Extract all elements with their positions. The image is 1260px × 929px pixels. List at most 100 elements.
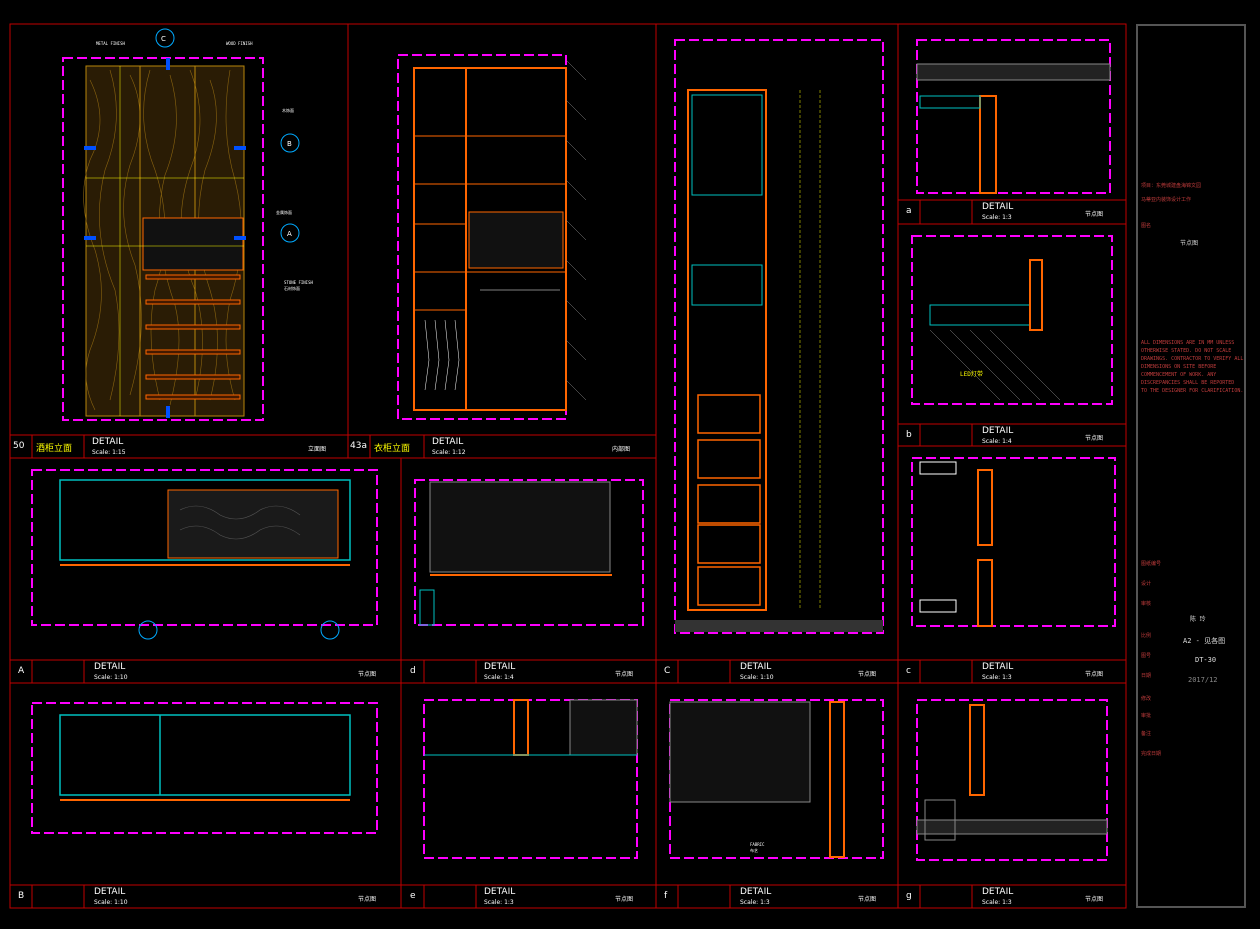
tb-field-5: 日期 xyxy=(1141,673,1152,679)
tag-metal-cn: 金属饰面 xyxy=(276,210,292,215)
panel-50-name: 酒柜立面 xyxy=(36,444,73,454)
panel-43a-scale: Scale: 1:12 xyxy=(432,449,466,456)
panel-C-scale: Scale: 1:10 xyxy=(740,674,774,681)
tag-stone-cn: 石材饰面 xyxy=(284,286,300,291)
panel-c-word: DETAIL xyxy=(982,662,1014,672)
panel-b-drawing xyxy=(911,235,1113,405)
tag-fabric-cn: 布艺 xyxy=(750,848,758,853)
panel-c-right: 节点图 xyxy=(1085,671,1104,678)
panel-B-right: 节点图 xyxy=(358,896,377,903)
tb-field-4: 图号 xyxy=(1141,653,1152,659)
tag-wood: WOOD FINISH xyxy=(226,41,253,46)
tb-note-6: TO THE DESIGNER FOR CLARIFICATION. xyxy=(1141,388,1244,394)
panel-A-word: DETAIL xyxy=(94,662,126,672)
panel-43a-right: 内部图 xyxy=(612,446,631,453)
panel-B-id: B xyxy=(18,891,25,901)
panel-C-right: 节点图 xyxy=(858,671,877,678)
panel-C-drawing xyxy=(674,39,884,634)
panel-f-drawing xyxy=(669,699,884,859)
tb-note-1: OTHERWISE STATED. DO NOT SCALE xyxy=(1141,348,1232,354)
panel-B-drawing xyxy=(31,702,378,834)
panel-g-scale: Scale: 1:3 xyxy=(982,899,1012,906)
panel-f-right: 节点图 xyxy=(858,896,877,903)
panel-50-id: 50 xyxy=(13,441,25,451)
panel-e-drawing xyxy=(423,699,638,859)
panel-43a-id: 43a xyxy=(350,441,367,451)
tb-field-6: 修改 xyxy=(1141,696,1152,702)
panel-e-id: e xyxy=(410,891,416,901)
tb-scale-value: A2 - 见各图 xyxy=(1183,637,1226,645)
panel-a-drawing xyxy=(916,39,1111,194)
tb-field-7: 审批 xyxy=(1141,713,1152,719)
panel-f-id: f xyxy=(664,891,668,901)
panel-C-id: C xyxy=(664,666,671,676)
tb-drawing-name-label: 图名 xyxy=(1141,223,1152,229)
panel-b-scale: Scale: 1:4 xyxy=(982,438,1012,445)
panel-a-id: a xyxy=(906,206,912,216)
panel-50-scale: Scale: 1:15 xyxy=(92,449,126,456)
panel-50-right: 立面图 xyxy=(308,446,327,453)
panel-A-drawing xyxy=(31,469,378,640)
panel-d-word: DETAIL xyxy=(484,662,516,672)
tb-field-3: 比例 xyxy=(1141,633,1152,639)
panel-C-word: DETAIL xyxy=(740,662,772,672)
panel-43a-drawing xyxy=(397,54,587,420)
title-block xyxy=(1136,24,1246,908)
tb-field-0: 图纸编号 xyxy=(1141,561,1162,567)
tag-wood-cn: 木饰面 xyxy=(282,108,294,113)
panel-c-scale: Scale: 1:3 xyxy=(982,674,1012,681)
panel-g-right: 节点图 xyxy=(1085,896,1104,903)
panel-d-id: d xyxy=(410,666,416,676)
panel-e-right: 节点图 xyxy=(615,896,634,903)
panel-B-word: DETAIL xyxy=(94,887,126,897)
tb-field-2: 审核 xyxy=(1141,601,1152,607)
tb-project-sub: 马蒂亚内装饰设计工作 xyxy=(1141,197,1192,203)
panel-c-id: c xyxy=(906,666,911,676)
panel-A-scale: Scale: 1:10 xyxy=(94,674,128,681)
tb-note-5: DISCREPANCIES SHALL BE REPORTED xyxy=(1141,380,1235,386)
panel-f-scale: Scale: 1:3 xyxy=(740,899,770,906)
tag-fabric: FABRIC xyxy=(750,842,765,847)
tb-note-0: ALL DIMENSIONS ARE IN MM UNLESS xyxy=(1141,340,1235,346)
svg-text:C: C xyxy=(161,35,166,43)
panel-50-drawing: C B A xyxy=(62,28,300,421)
tb-drawing-no: DT-30 xyxy=(1195,656,1217,664)
panel-a-right: 节点图 xyxy=(1085,211,1104,218)
panel-g-id: g xyxy=(906,891,912,901)
panel-g-drawing xyxy=(916,699,1108,861)
panel-d-right: 节点图 xyxy=(615,671,634,678)
tag-stone: STONE FINISH xyxy=(284,280,313,285)
panel-B-scale: Scale: 1:10 xyxy=(94,899,128,906)
panel-g-word: DETAIL xyxy=(982,887,1014,897)
tb-note-2: DRAWINGS. CONTRACTOR TO VERIFY ALL xyxy=(1141,356,1244,362)
tb-note-4: COMMENCEMENT OF WORK. ANY xyxy=(1141,372,1217,378)
panel-a-scale: Scale: 1:3 xyxy=(982,214,1012,221)
panel-b-right: 节点图 xyxy=(1085,435,1104,442)
svg-text:A: A xyxy=(287,230,292,238)
tag-metal: METAL FINISH xyxy=(96,41,125,46)
svg-text:B: B xyxy=(287,140,292,148)
panel-43a-word: DETAIL xyxy=(432,437,464,447)
tb-field-1: 设计 xyxy=(1141,581,1152,587)
tb-date: 2017/12 xyxy=(1188,676,1218,684)
panel-f-word: DETAIL xyxy=(740,887,772,897)
tb-field-9: 完成日期 xyxy=(1141,751,1162,757)
tag-led: LED灯带 xyxy=(960,371,983,378)
tb-note-3: DIMENSIONS ON SITE BEFORE xyxy=(1141,364,1217,370)
panel-43a-name: 衣柜立面 xyxy=(374,444,411,454)
panel-b-word: DETAIL xyxy=(982,426,1014,436)
panel-d-drawing xyxy=(414,479,644,626)
panel-A-id: A xyxy=(18,666,25,676)
panel-b-id: b xyxy=(906,430,912,440)
panel-c-drawing xyxy=(911,457,1116,627)
tb-project-name: 项目：东莞城建盘海锦文园 xyxy=(1141,183,1202,189)
panel-d-scale: Scale: 1:4 xyxy=(484,674,514,681)
panel-a-word: DETAIL xyxy=(982,202,1014,212)
panel-50-word: DETAIL xyxy=(92,437,124,447)
tb-field-8: 备注 xyxy=(1141,731,1152,737)
tb-field-2-value: 陈 玲 xyxy=(1190,616,1206,623)
panel-e-scale: Scale: 1:3 xyxy=(484,899,514,906)
panel-A-right: 节点图 xyxy=(358,671,377,678)
tb-drawing-name: 节点图 xyxy=(1180,240,1199,247)
